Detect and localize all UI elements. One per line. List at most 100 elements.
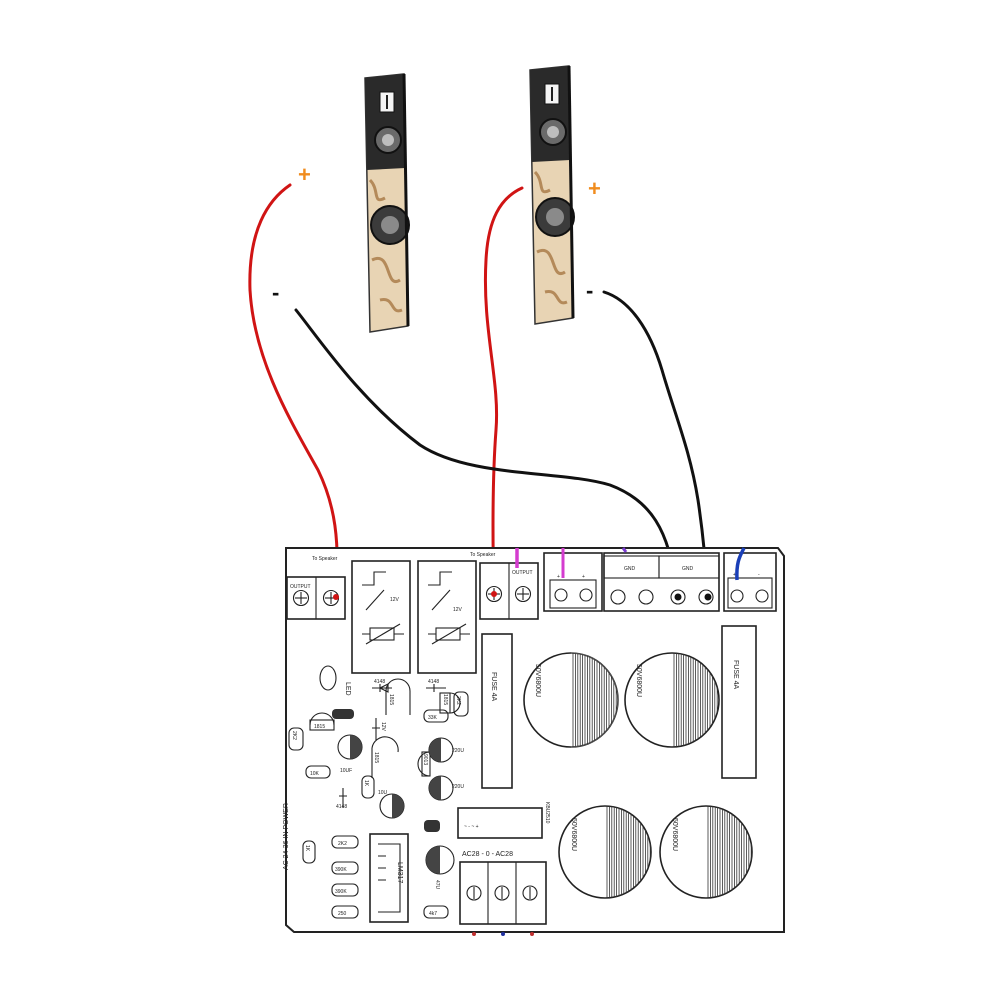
svg-text:FUSE 4A: FUSE 4A (732, 660, 739, 690)
bridge-rectifier: ~ - ~ + KBU2510 (457, 802, 550, 839)
terminal-block-mid-output: OUTPUT (479, 562, 539, 620)
left-plus-sign: + (298, 162, 311, 187)
resistor-1k-vert: 1K (361, 775, 375, 799)
svg-text:2K2: 2K2 (291, 731, 297, 740)
transistor-1815-d: 1815 (371, 736, 399, 778)
diode-a-label: 4148 (374, 679, 385, 685)
fuse-right: FUSE 4A (721, 625, 757, 779)
svg-text:220U: 220U (452, 784, 464, 790)
svg-text:1815: 1815 (314, 724, 325, 730)
svg-text:FUSE 4A: FUSE 4A (490, 672, 497, 702)
resistor-33k: 33K (423, 709, 449, 723)
power-header-left: ++ (543, 552, 603, 612)
filter-cap-2: 50V6800U (624, 652, 720, 748)
left-negative-wire (294, 308, 678, 592)
resistor-390k-b: 390K (331, 883, 359, 897)
svg-text:1815: 1815 (388, 694, 394, 705)
svg-text:LM317: LM317 (396, 862, 403, 884)
svg-text:KBU2510: KBU2510 (544, 802, 550, 824)
out-label-mid: OUTPUT (512, 570, 533, 576)
svg-text:50V6800U: 50V6800U (671, 818, 678, 851)
led-label: LED (344, 682, 351, 696)
cap-220u-a: 220U (428, 737, 464, 763)
fuse-left: FUSE 4A (481, 633, 513, 789)
svg-text:1815: 1815 (373, 752, 379, 763)
relay-right-voltage: 12V (453, 607, 463, 613)
svg-text:10K: 10K (310, 771, 320, 777)
svg-text:390K: 390K (335, 867, 347, 873)
svg-text:50V6800U: 50V6800U (570, 818, 577, 851)
right-minus-sign: - (586, 278, 593, 303)
resistor-4k7: 4k7 (423, 905, 449, 919)
component-black-resistor-2 (332, 709, 354, 719)
terminal-block-ac (459, 861, 547, 925)
transistor-1815-b: 1815 (439, 692, 461, 714)
header-label-left: To Speaker (312, 556, 338, 562)
relay-right: 12V (417, 560, 477, 674)
diode-b-label: 4148 (428, 679, 439, 685)
resistor-1k-a: 1K (302, 840, 316, 864)
svg-text:1K: 1K (304, 845, 310, 852)
svg-text:2K2: 2K2 (338, 841, 347, 847)
svg-text:+: + (557, 574, 560, 580)
svg-text:12V: 12V (380, 722, 386, 732)
gnd-label-b: GND (682, 566, 694, 572)
power-input-label: AC 24-36 IN POWER (283, 803, 290, 870)
svg-text:50V6800U: 50V6800U (534, 664, 541, 697)
cap-220u-b: 220U (428, 775, 464, 801)
left-positive-wire (248, 183, 339, 600)
resistor-10k: 10K (305, 765, 331, 779)
component-black-resistor (424, 820, 440, 832)
header-label-mid: To Speaker (470, 552, 496, 558)
terminal-block-left-output: OUTPUT (286, 576, 346, 620)
relay-left-voltage: 12V (390, 597, 400, 603)
cap-47u: 47U (425, 845, 455, 890)
resistor-2k2-left: 2K2 (288, 727, 304, 751)
right-positive-wire (483, 186, 524, 598)
resistor-2k2-tall: 2K2 (453, 691, 469, 717)
cap-10u: 10U (378, 790, 405, 819)
svg-text:50V6800U: 50V6800U (635, 664, 642, 697)
zener-12v: 12V (372, 718, 386, 740)
svg-text:33K: 33K (428, 715, 438, 721)
svg-text:9013: 9013 (422, 754, 428, 765)
svg-text:-: - (758, 572, 760, 578)
diode-c-label: 4148 (336, 804, 347, 810)
svg-text:2K2: 2K2 (455, 696, 461, 705)
transistor-1815-a: 1815 (385, 678, 411, 715)
svg-text:220U: 220U (452, 748, 464, 754)
regulator-lm317: LM317 (369, 833, 409, 923)
cap-10uf: 10UF (337, 734, 363, 774)
resistor-250: 250 (331, 905, 359, 919)
out-label-left: OUTPUT (290, 584, 311, 590)
left-minus-sign: - (272, 280, 279, 305)
resistor-2k2-b: 2K2 (331, 835, 359, 849)
svg-text:+: + (582, 574, 585, 580)
gnd-label-a: GND (624, 566, 636, 572)
transistor-1815-c: 1815 (309, 712, 335, 731)
filter-cap-4: 50V6800U (659, 805, 753, 899)
svg-text:390K: 390K (335, 889, 347, 895)
svg-text:250: 250 (338, 911, 347, 917)
led: LED (319, 665, 351, 696)
svg-text:10UF: 10UF (340, 768, 352, 774)
svg-text:~ - ~ +: ~ - ~ + (464, 824, 479, 830)
resistor-390k-a: 390K (331, 861, 359, 875)
amplifier-pcb: To Speaker To Speaker OUTPUT 12V (283, 547, 785, 936)
gnd-header: GND GND (603, 552, 720, 612)
power-header-right: +- (723, 552, 777, 612)
svg-text:10U: 10U (378, 790, 388, 796)
speaker-right (529, 65, 575, 325)
speaker-left (364, 73, 410, 333)
svg-text:1K: 1K (363, 780, 369, 787)
svg-text:47U: 47U (434, 880, 440, 890)
svg-text:+: + (733, 572, 736, 578)
svg-text:1815: 1815 (442, 694, 448, 705)
right-plus-sign: + (588, 176, 601, 201)
relay-left: 12V (351, 560, 411, 674)
filter-cap-1: 50V6800U (523, 652, 619, 748)
ac-input-label: AC28 - 0 - AC28 (462, 851, 513, 858)
svg-text:4k7: 4k7 (429, 911, 437, 917)
transistor-9013: 9013 (417, 751, 431, 777)
